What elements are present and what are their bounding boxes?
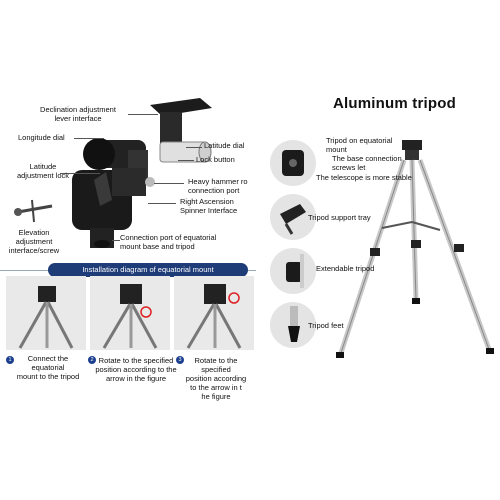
tripod-extendable-detail-image: [270, 248, 316, 294]
tripod-title: Aluminum tripod: [333, 95, 456, 112]
heavy-hammer-label: Heavy hammer ro connection port: [188, 177, 248, 195]
leader-line: [60, 173, 100, 174]
tripod-tray-label: Tripod support tray: [308, 213, 371, 222]
declination-label: Declination adjustment lever interface: [40, 105, 116, 123]
leader-line: [178, 160, 194, 161]
step-number-1: 1: [6, 356, 14, 364]
tripod-mount-detail-image: [270, 140, 316, 186]
tripod-screws-label: The base connection screws let: [332, 154, 402, 172]
install-step-text-3: Rotate to the specified position accordi…: [185, 356, 247, 401]
tripod-feet-detail-image: [270, 302, 316, 348]
tripod-extendable-label: Extendable tripod: [316, 264, 375, 273]
leader-line: [154, 183, 184, 184]
latitude-dial-label: Latitude dial: [204, 141, 245, 150]
leader-line: [128, 114, 158, 115]
tripod-mount-label: Tripod on equatorial mount: [326, 136, 393, 154]
installation-banner: Installation diagram of equatorial mount: [48, 263, 248, 277]
lock-button-label: Lock button: [196, 155, 235, 164]
elevation-label: Elevation adjustment interface/screw: [8, 228, 60, 255]
longitude-label: Longitude dial: [18, 133, 65, 142]
leader-line: [74, 138, 104, 139]
install-step-text-2: Rotate to the specified position accordi…: [95, 356, 177, 383]
leader-line: [186, 147, 202, 148]
leader-line: [112, 240, 120, 241]
step-number-3: 3: [176, 356, 184, 364]
tripod-feet-label: Tripod feet: [308, 321, 344, 330]
install-step-image-3: [174, 276, 254, 350]
latitude-lock-label: Latitude adjustment lock: [16, 162, 70, 180]
install-step-text-1: Connect the equatorial mount to the trip…: [16, 354, 80, 381]
install-step-image-1: [6, 276, 86, 350]
connection-port-label: Connection port of equatorial mount base…: [120, 233, 217, 251]
tripod-stable-label: The telescope is more stable: [316, 173, 412, 182]
tripod-tray-detail-image: [270, 194, 316, 240]
leader-line: [148, 203, 176, 204]
step-number-2: 2: [88, 356, 96, 364]
right-ascension-label: Right Ascension Spinner Interface: [180, 197, 238, 215]
install-step-image-2: [90, 276, 170, 350]
